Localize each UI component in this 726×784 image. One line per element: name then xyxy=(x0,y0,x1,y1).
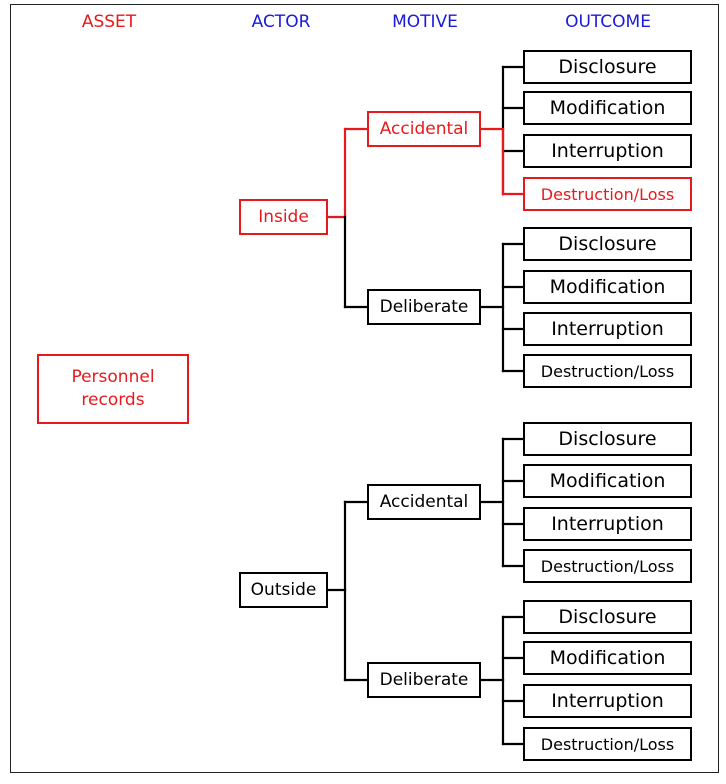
outcome-node-destruction-loss: Destruction/Loss xyxy=(523,354,692,388)
actor-node-outside: Outside xyxy=(239,572,328,608)
outcome-node-disclosure: Disclosure xyxy=(523,227,692,261)
outcome-node-modification: Modification xyxy=(523,91,692,125)
asset-label-line2: records xyxy=(81,390,145,410)
outcome-node-destruction-loss: Destruction/Loss xyxy=(523,549,692,583)
outcome-node-disclosure: Disclosure xyxy=(523,422,692,456)
outcome-node-interruption: Interruption xyxy=(523,507,692,541)
diagram-frame xyxy=(10,4,719,773)
actor-column-header: ACTOR xyxy=(251,12,311,32)
outcome-node-destruction-loss: Destruction/Loss xyxy=(523,177,692,211)
motive-node-accidental: Accidental xyxy=(367,111,481,147)
motive-column-header: MOTIVE xyxy=(392,12,458,32)
outcome-node-interruption: Interruption xyxy=(523,684,692,718)
outcome-node-interruption: Interruption xyxy=(523,312,692,346)
outcome-node-interruption: Interruption xyxy=(523,134,692,168)
outcome-node-destruction-loss: Destruction/Loss xyxy=(523,727,692,761)
motive-node-deliberate: Deliberate xyxy=(367,662,481,698)
motive-node-deliberate: Deliberate xyxy=(367,289,481,325)
actor-node-inside: Inside xyxy=(239,199,328,235)
asset-column-header: ASSET xyxy=(81,12,137,32)
outcome-column-header: OUTCOME xyxy=(565,12,651,32)
outcome-node-disclosure: Disclosure xyxy=(523,50,692,84)
outcome-node-modification: Modification xyxy=(523,270,692,304)
outcome-node-modification: Modification xyxy=(523,641,692,675)
outcome-node-disclosure: Disclosure xyxy=(523,600,692,634)
outcome-node-modification: Modification xyxy=(523,464,692,498)
asset-label-line1: Personnel xyxy=(71,367,155,387)
asset-node: Personnel records xyxy=(37,354,189,424)
motive-node-accidental: Accidental xyxy=(367,484,481,520)
